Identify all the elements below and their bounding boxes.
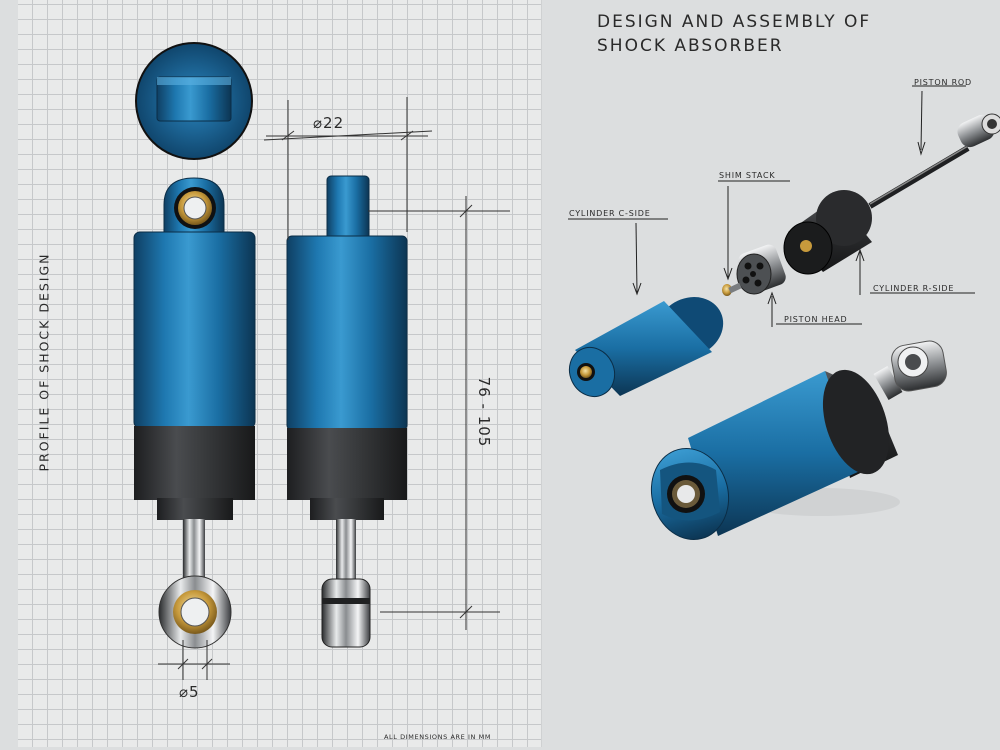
exploded-view [568, 113, 1000, 541]
callout-leaders [568, 85, 975, 327]
top-view [135, 42, 253, 160]
diameter-rod-label: ⌀5 [179, 683, 200, 701]
dimension-lines [158, 97, 510, 680]
callout-shim-stack: Shim Stack [719, 171, 776, 180]
side-view [286, 175, 408, 648]
front-view [133, 177, 256, 649]
cylinder-c-side-part [568, 297, 724, 397]
callout-cylinder-r-side: Cylinder R-Side [873, 284, 955, 293]
callout-piston-rod: Piston Rod [914, 78, 972, 87]
page-title-line-2: Shock Absorber [597, 36, 784, 56]
callout-cylinder-c-side: Cylinder C-Side [569, 209, 651, 218]
piston-rod-part [868, 113, 1000, 209]
piston-head-part [722, 244, 786, 296]
length-range-label: 76 - 105 [475, 376, 493, 448]
cylinder-r-side-part [783, 190, 872, 275]
callout-piston-head: Piston Head [784, 315, 848, 324]
grid-sheet [18, 0, 542, 747]
page-title-line-1: Design and Assembly of [597, 12, 872, 32]
diameter-body-label: ⌀22 [313, 114, 345, 132]
profile-side-label: Profile of Shock Design [36, 252, 52, 472]
dimensions-footnote: All dimensions are in mm [384, 733, 492, 741]
assembled-shock [650, 340, 947, 541]
